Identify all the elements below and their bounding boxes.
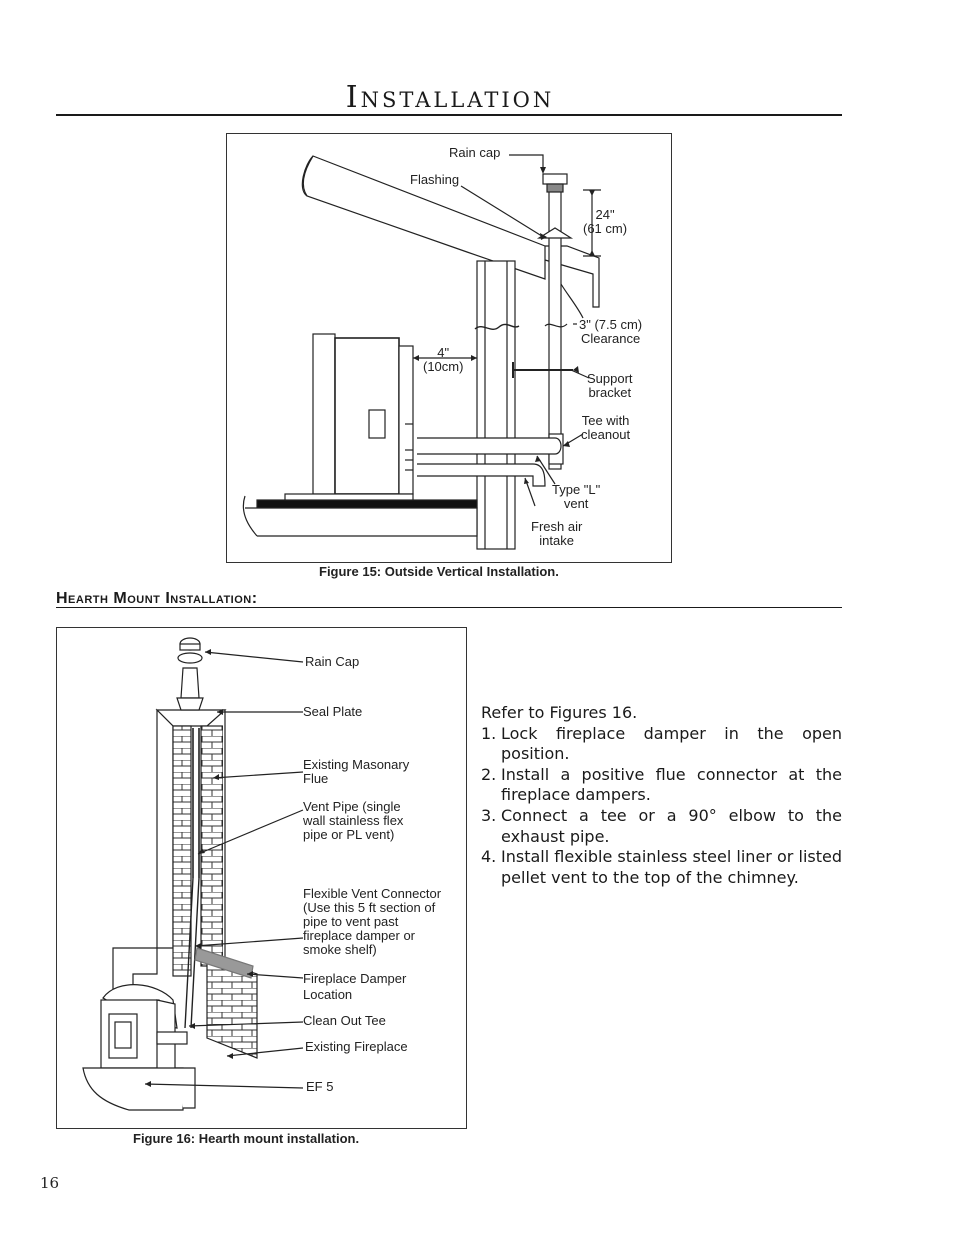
list-item: 3.Connect a tee or a 90° elbow to the ex… [481,806,842,847]
step-text: Connect a tee or a 90° elbow to the exha… [501,805,842,846]
label-damper-location: Fireplace Damper Location [303,971,407,1002]
instructions-intro: Refer to Figures 16. [481,703,638,722]
figure-15-caption: Figure 15: Outside Vertical Installation… [319,564,559,579]
label-flex-connector: Flexible Vent Connector (Use this 5 ft s… [303,886,442,957]
label-existing-fireplace: Existing Fireplace [305,1039,408,1054]
list-item: 1.Lock fireplace damper in the open posi… [481,724,842,765]
label-vent-pipe: Vent Pipe (single wall stainless flex pi… [303,799,404,842]
step-number: 4. [481,847,497,867]
step-number: 1. [481,723,497,743]
label-ef5: EF 5 [306,1079,334,1094]
label-rain-cap-16: Rain Cap [305,654,360,669]
label-seal-plate: Seal Plate [303,704,363,719]
label-masonry-flue: Existing Masonary Flue [303,757,410,786]
label-flashing: Flashing [410,172,460,187]
page-number: 16 [40,1174,60,1192]
label-clean-out-tee: Clean Out Tee [303,1013,386,1028]
step-number: 3. [481,805,497,825]
list-item: 4.Install flexible stainless steel liner… [481,847,842,888]
page-title: Installation [345,80,555,115]
label-support-bracket: Support bracket [587,371,633,400]
section-rule [56,607,842,608]
label-height: 24" (61 cm) [583,207,628,236]
instructions-list: 1.Lock fireplace damper in the open posi… [481,724,842,889]
instructions: Refer to Figures 16. 1.Lock fireplace da… [481,703,842,888]
step-text: Install a positive flue connector at the… [501,764,842,805]
figure-16-drawing [82,637,304,1111]
figure-15-frame: Rain cap Flashing 24" (61 cm) 4" (10cm) … [226,133,672,563]
figure-15-drawing [242,154,601,550]
list-item: 2.Install a positive flue connector at t… [481,765,842,806]
label-wall-clearance: 4" (10cm) [423,345,464,374]
label-type-l-vent: Type "L" vent [552,482,601,511]
step-number: 2. [481,764,497,784]
title-rule [56,114,842,116]
label-rain-cap: Rain cap [449,145,501,160]
figure-16-caption: Figure 16: Hearth mount installation. [133,1131,360,1146]
label-tee: Tee with cleanout [581,413,631,442]
label-fresh-air: Fresh air intake [531,519,583,548]
section-heading: Hearth Mount Installation: [56,590,258,607]
figure-16-frame: Rain Cap Seal Plate Existing Masonary Fl… [56,627,467,1129]
step-text: Lock fireplace damper in the open positi… [501,723,842,764]
step-text: Install flexible stainless steel liner o… [501,847,842,887]
label-roof-clearance: 3" (7.5 cm) Clearance [579,317,643,346]
